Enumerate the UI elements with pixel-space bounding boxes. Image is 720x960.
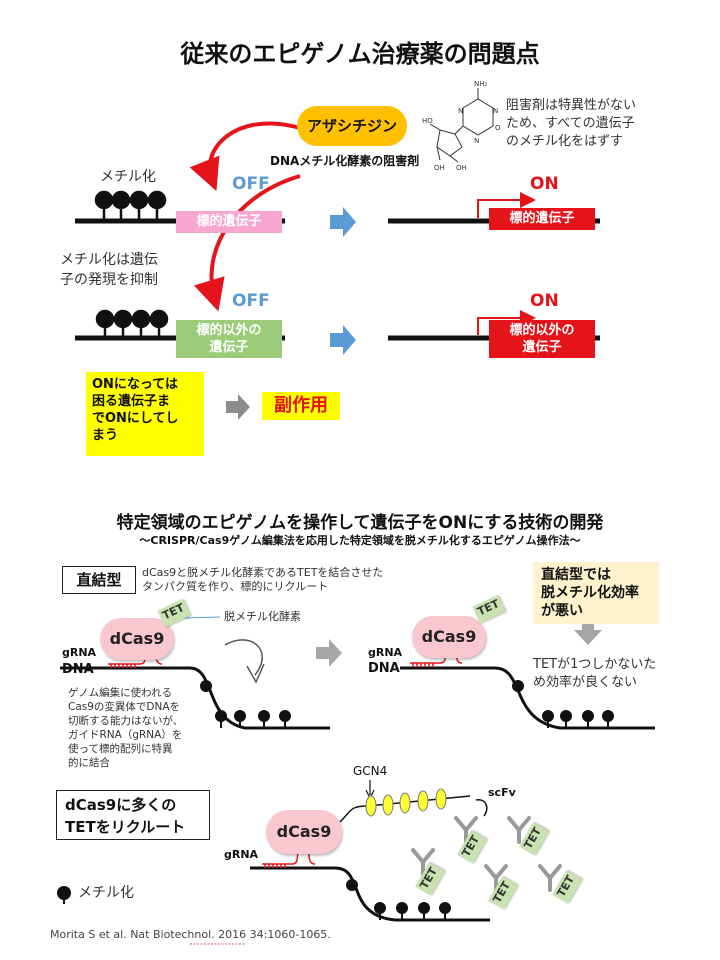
nontarget-gene-on: 標的以外の 遺伝子 xyxy=(489,320,595,358)
direct-type-desc: dCas9と脱メチル化酵素であるTETを結合させた タンパク質を作り、標的にリク… xyxy=(142,566,384,593)
azacytidine-pill: アザシチジン xyxy=(297,106,407,146)
grey-arrow-down xyxy=(574,620,602,645)
dna-curve-recruit xyxy=(250,866,490,922)
methyl-marks-3 xyxy=(200,680,291,728)
on-label-2: ON xyxy=(530,291,559,311)
target-gene-on: 標的遺伝子 xyxy=(489,208,595,230)
scfv-bracket xyxy=(475,799,488,817)
tss-arrow-1 xyxy=(477,192,536,218)
dcas9-right: dCas9 xyxy=(412,616,486,658)
legend-methyl-icon xyxy=(57,886,71,904)
grey-arrow-side-effect xyxy=(226,394,250,420)
svg-text:OH: OH xyxy=(456,164,467,172)
grey-arrow-direct xyxy=(316,639,342,667)
blue-arrow-2 xyxy=(330,325,356,355)
svg-text:N: N xyxy=(493,107,498,115)
curved-arrow-transition xyxy=(224,639,263,676)
grna-label-left: gRNA xyxy=(62,646,97,659)
curved-arrow-head xyxy=(246,663,265,684)
side-effect-cause-box: ONになっては 困る遺伝子ま でONにしてし まう xyxy=(86,372,204,456)
inhibit-arrow-2 xyxy=(193,174,301,312)
bottom-subtitle: ～CRISPR/Cas9ゲノム編集法を応用した特定領域を脱メチル化するエピゲノム… xyxy=(139,534,581,547)
svg-text:N: N xyxy=(474,137,479,145)
tet-callout-line xyxy=(184,616,221,619)
azacytidine-atoms: NH₂ N N N O HO OH OH xyxy=(422,80,501,172)
methylation-label: メチル化 xyxy=(100,169,156,185)
citation: Morita S et al. Nat Biotechnol. 2016 34:… xyxy=(50,928,331,941)
target-gene-off: 標的遺伝子 xyxy=(176,211,282,233)
on-label-1: ON xyxy=(530,174,559,194)
scfv-label: scFv xyxy=(488,786,516,799)
off-label-1: OFF xyxy=(232,174,270,194)
inhibitor-note: 阻害剤は特異性がない ため、すべての遺伝子 のメチル化をはずす xyxy=(506,98,637,149)
dna-label-right: DNA xyxy=(368,661,400,676)
one-tet-note: TETが1つしかないた め効率が良くない xyxy=(533,657,657,690)
top-title: 従来のエピゲノム治療薬の問題点 xyxy=(180,40,540,68)
svg-text:NH₂: NH₂ xyxy=(474,80,488,88)
dcas9-left: dCas9 xyxy=(100,618,174,660)
methyl-marks-5 xyxy=(346,879,451,920)
inhibit-arrow-1 xyxy=(189,121,301,192)
methyl-marks-2 xyxy=(95,309,169,336)
azacytidine-structure-icon xyxy=(429,88,494,163)
grna-label-recruit: gRNA xyxy=(224,848,259,861)
gcn4-label: GCN4 xyxy=(353,764,388,778)
demethylase-label: 脱メチル化酵素 xyxy=(224,610,301,623)
legend-methylation-label: メチル化 xyxy=(78,885,134,901)
repression-note: メチル化は遺伝 子の発現を抑制 xyxy=(60,252,158,288)
inefficiency-box: 直結型では 脱メチル化効率 が悪い xyxy=(533,562,659,624)
bottom-title: 特定領域のエピゲノムを操作して遺伝子をONにする技術の開発 xyxy=(116,513,604,533)
gcn4-peptides xyxy=(365,788,447,817)
grna-recruit xyxy=(262,847,316,868)
dcas9-recruit: dCas9 xyxy=(266,810,342,854)
off-label-2: OFF xyxy=(232,291,270,311)
dcas9-description: ゲノム編集に使われる Cas9の変異体でDNAを 切断する能力はないが、 ガイド… xyxy=(68,687,184,769)
svg-text:HO: HO xyxy=(422,117,433,125)
svg-text:O: O xyxy=(495,124,501,132)
grna-label-right: gRNA xyxy=(368,646,403,659)
methyl-marks-1 xyxy=(94,190,167,219)
methyl-marks-4 xyxy=(512,680,614,728)
direct-type-label: 直結型 xyxy=(62,566,136,594)
scfv-antibodies xyxy=(411,816,562,892)
svg-text:N: N xyxy=(458,107,463,115)
side-effect-badge: 副作用 xyxy=(262,392,340,420)
nontarget-gene-off: 標的以外の 遺伝子 xyxy=(176,320,282,358)
recruit-box: dCas9に多くの TETをリクルート xyxy=(56,790,210,840)
svg-text:OH: OH xyxy=(434,164,445,172)
dna-curve-right xyxy=(400,666,655,730)
blue-arrow-1 xyxy=(330,207,356,237)
tss-arrow-2 xyxy=(477,310,536,335)
drug-description: DNAメチル化酵素の阻害剤 xyxy=(270,154,420,168)
dna-label-left: DNA xyxy=(62,662,94,677)
